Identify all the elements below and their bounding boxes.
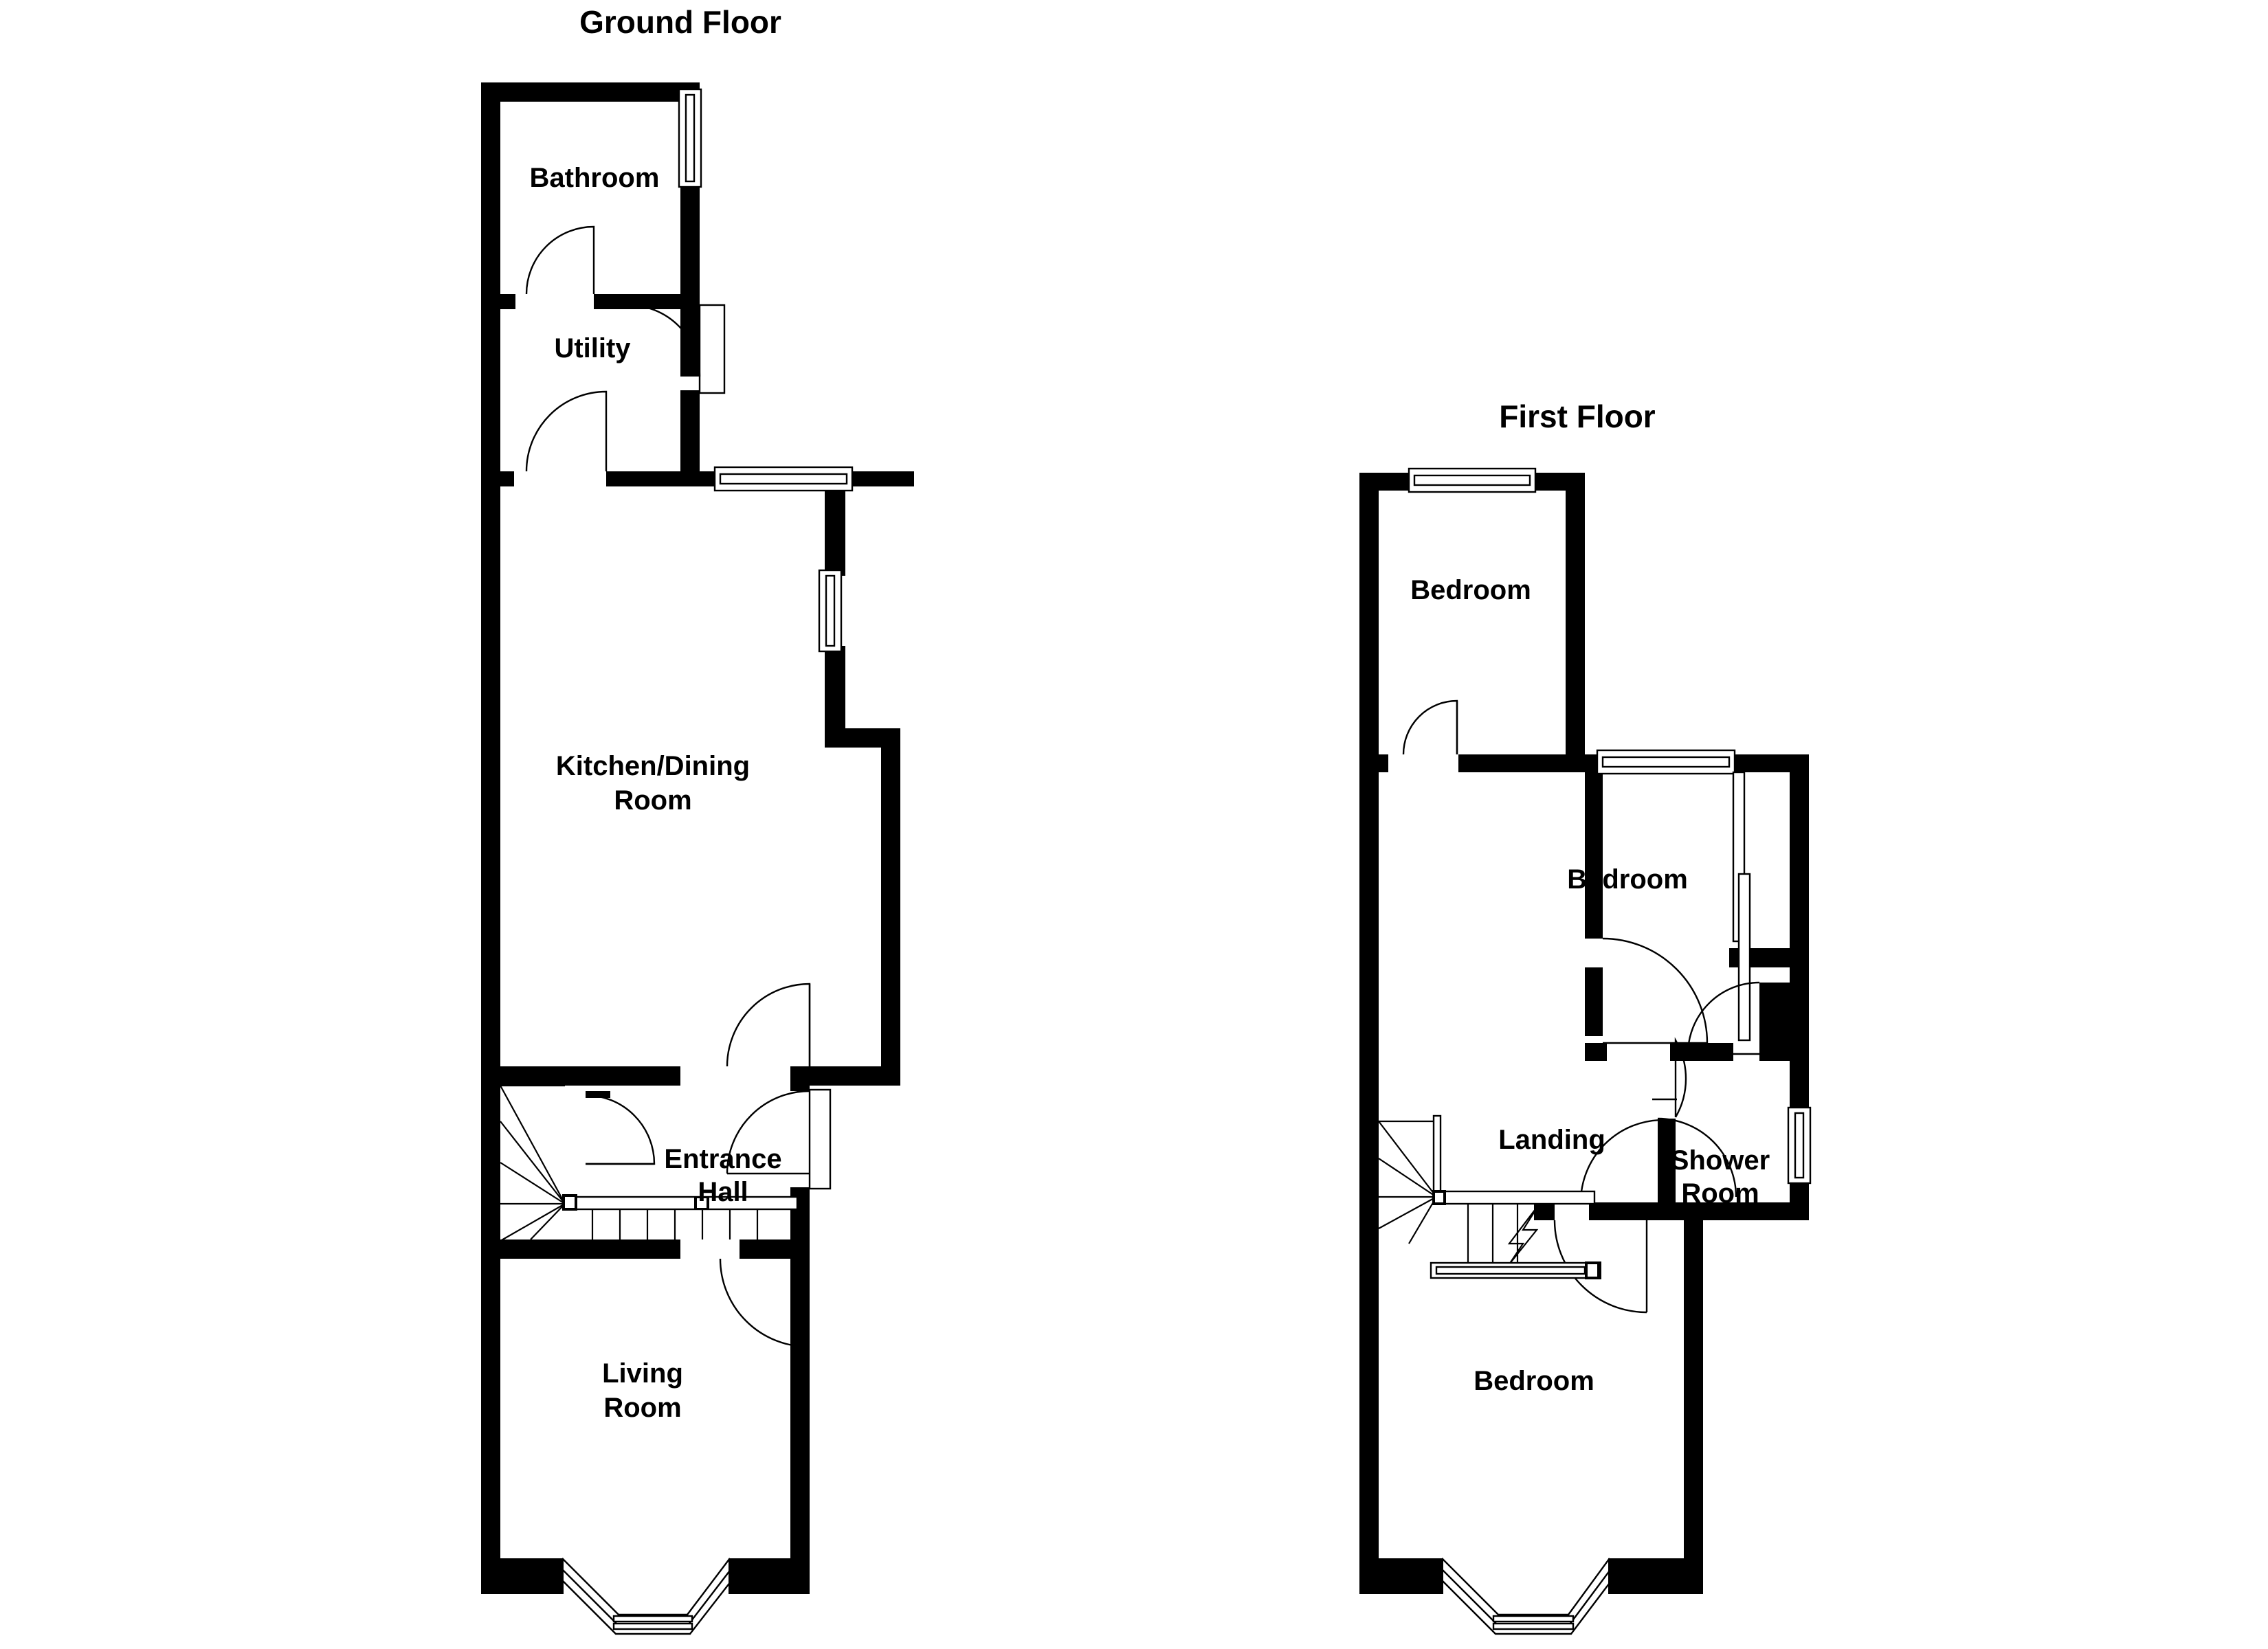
room-label-utility: Utility [554,333,631,363]
utility-door [514,390,608,486]
shower-east-window [1787,1106,1812,1185]
ground-floor-plan: Ground Floor [481,4,914,1635]
shower-room-door [1652,1037,1737,1198]
room-label-bedroom-1: Bedroom [1410,575,1531,605]
room-label-landing: Landing [1498,1125,1605,1155]
ground-floor-title: Ground Floor [579,4,781,40]
bathroom-door [515,225,595,309]
ground-floor-walls [481,82,914,1594]
living-room-door [719,1239,810,1348]
svg-text:Kitchen/Dining: Kitchen/Dining [556,751,750,781]
svg-text:Room: Room [614,785,691,816]
bedroom3-door [1579,1119,1664,1220]
living-bay-window [553,1558,739,1635]
first-floor-plan: First Floor [1359,399,1812,1635]
kitchen-north-window [713,466,854,492]
kitchen-east-window [818,569,843,653]
room-label-bedroom-3: Bedroom [1474,1366,1594,1396]
room-label-bathroom: Bathroom [530,163,660,193]
staircase-up [500,1084,799,1242]
first-floor-title: First Floor [1499,399,1656,434]
hall-front-door [726,1088,832,1190]
svg-text:Shower: Shower [1671,1145,1770,1176]
bathroom-east-window [678,88,702,188]
svg-text:Entrance: Entrance [664,1144,781,1174]
bedroom2-north-window [1596,749,1736,775]
shower-room-door-north [1687,981,1760,1061]
bedroom2-door [1585,937,1709,1044]
svg-text:Room: Room [1681,1178,1759,1209]
utility-external-door [627,304,726,394]
bedroom3-bay-window [1433,1558,1619,1635]
bedroom1-door [1388,699,1458,772]
kitchen-hall-door [726,983,811,1086]
room-label-shower-room: Shower Room [1671,1145,1770,1209]
landing-door [1553,1202,1648,1314]
room-label-living-room: Living Room [602,1358,683,1423]
bedroom1-north-window [1408,467,1537,493]
svg-text:Hall: Hall [698,1177,748,1207]
room-label-kitchen-dining-room: Kitchen/Dining Room [556,751,750,816]
room-label-bedroom-2: Bedroom [1567,864,1688,895]
staircase-down [1378,1114,1601,1279]
room-label-entrance-hall: Entrance Hall [664,1144,781,1207]
svg-text:Living: Living [602,1358,683,1389]
svg-text:Room: Room [603,1393,681,1423]
bedroom2-sliding-wardrobe [1732,771,1751,1042]
